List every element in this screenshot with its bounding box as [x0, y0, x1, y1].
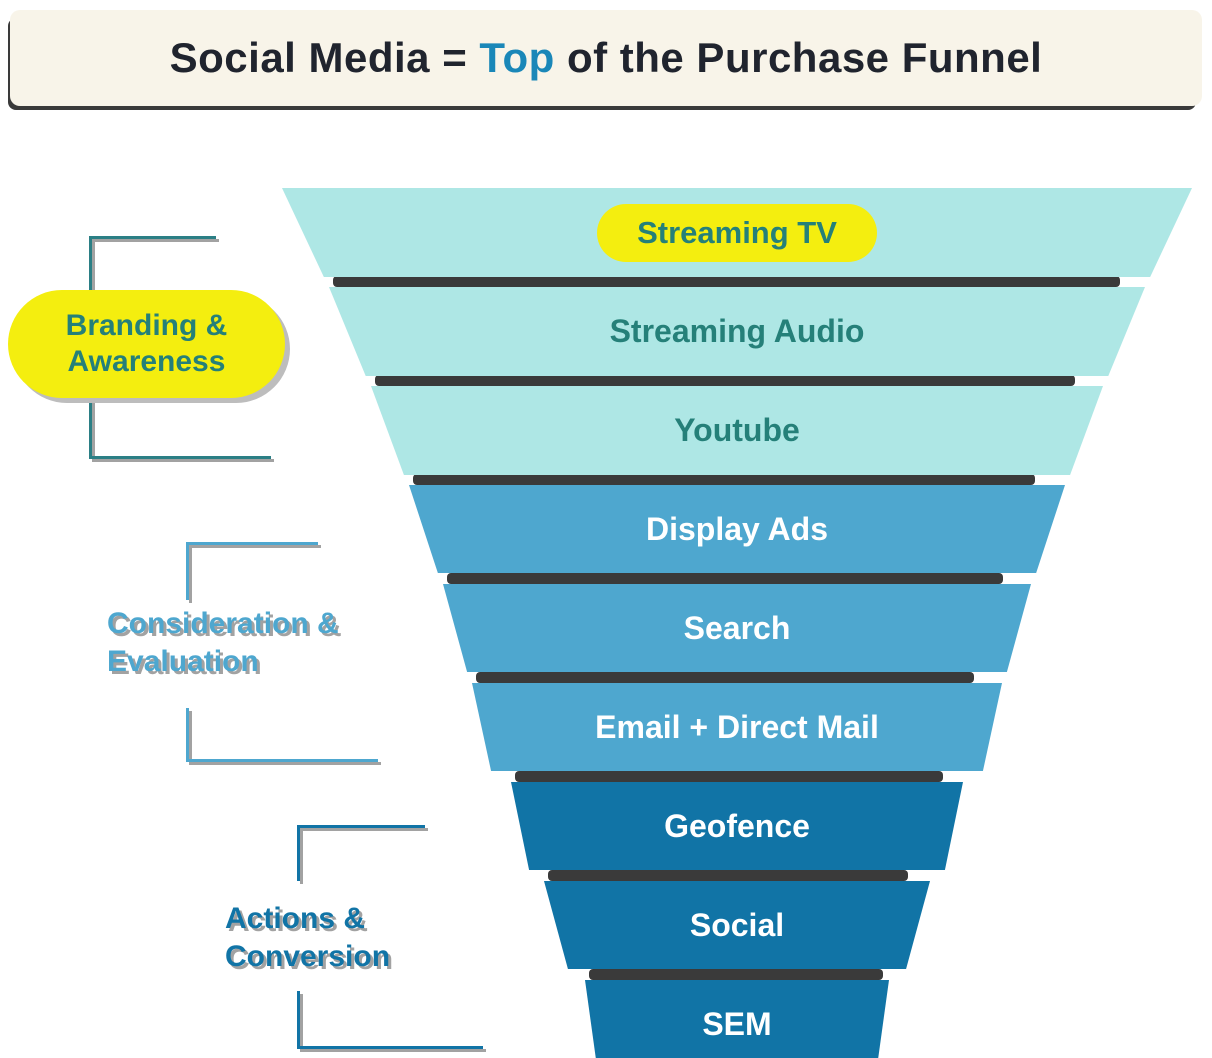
stage-label-line: Consideration &: [107, 607, 339, 640]
funnel-segment-email-direct-mail: Email + Direct Mail: [472, 683, 1002, 771]
segment-divider-shadow: [413, 474, 1035, 485]
title-text-after: of the Purchase Funnel: [554, 34, 1043, 81]
funnel-segment-streaming-tv: Streaming TV: [282, 188, 1192, 277]
title-bar: Social Media = Top of the Purchase Funne…: [10, 10, 1202, 106]
stage-label-branding-awareness: Branding & Awareness: [8, 290, 285, 398]
stage-label-line: Branding &: [65, 309, 228, 342]
title-text-before: Social Media =: [169, 34, 480, 81]
bracket-top-tick: [297, 825, 425, 828]
bracket-bottom-tick: [89, 456, 271, 459]
title-accent-word: Top: [479, 34, 555, 81]
funnel-segment-sem: SEM: [585, 980, 889, 1058]
funnel-segment-label: Email + Direct Mail: [595, 708, 879, 745]
funnel-segment-search: Search: [443, 584, 1031, 672]
stage-label-actions-conversion: Actions & Conversion: [225, 900, 390, 976]
stage-label-line: Evaluation: [107, 645, 259, 678]
bracket-vertical-line: [297, 825, 300, 881]
stage-label-line: Awareness: [67, 345, 226, 378]
bracket-vertical-line: [297, 991, 300, 1049]
funnel-segment-label: Search: [683, 609, 791, 646]
bracket-bottom-tick: [186, 759, 378, 762]
bracket-top-tick: [186, 542, 318, 545]
stage-label-consideration-evaluation: Consideration & Evaluation: [107, 605, 339, 681]
funnel-segment-youtube: Youtube: [371, 386, 1103, 475]
stage-label-line: Conversion: [225, 940, 391, 973]
bracket-vertical-line: [186, 542, 189, 600]
funnel-segment-label: Display Ads: [646, 510, 828, 547]
segment-divider-shadow: [515, 771, 943, 782]
segment-divider-shadow: [548, 870, 908, 881]
funnel-segment-label: Geofence: [664, 807, 810, 844]
bracket-vertical-line: [186, 708, 189, 762]
segment-divider-shadow: [375, 375, 1075, 386]
funnel-segment-label: Social: [689, 906, 785, 943]
page-title: Social Media = Top of the Purchase Funne…: [170, 34, 1043, 82]
funnel-segment-streaming-audio: Streaming Audio: [329, 287, 1145, 376]
segment-divider-shadow: [447, 573, 1003, 584]
streaming-tv-highlight-pill: Streaming TV: [597, 203, 877, 262]
funnel-segment-label: SEM: [702, 1005, 772, 1042]
funnel-segment-label: Streaming Audio: [609, 313, 865, 349]
funnel-segment-social: Social: [544, 881, 930, 969]
stage-label-line: Actions &: [225, 902, 366, 935]
bracket-top-tick: [89, 236, 216, 239]
funnel-segment-display-ads: Display Ads: [409, 485, 1065, 573]
segment-divider-shadow: [333, 276, 1120, 287]
segment-divider-shadow: [589, 969, 883, 980]
bracket-bottom-tick: [297, 1046, 483, 1049]
funnel-segment-label: Youtube: [674, 412, 800, 448]
funnel-segment-geofence: Geofence: [511, 782, 963, 870]
segment-divider-shadow: [476, 672, 974, 683]
